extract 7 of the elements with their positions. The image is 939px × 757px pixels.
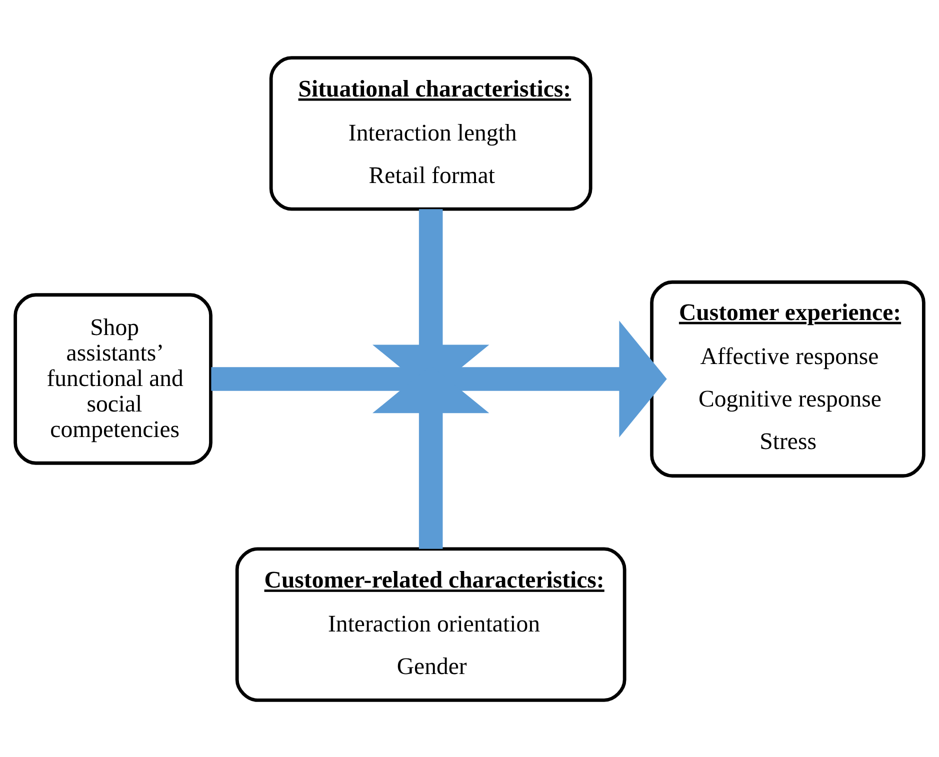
arrow (372, 344, 490, 548)
node-box: Situational characteristics: Interaction length Retail format (269, 56, 592, 210)
node-box: Customer-related characteristics: Interaction orientation Gender (235, 546, 626, 702)
node-box: Shop assistants’ functional and social competencies (14, 292, 212, 464)
arrow (211, 320, 667, 437)
arrow (372, 208, 490, 413)
node-box: Customer experience: Affective response Cognitive response Stress (650, 280, 926, 478)
